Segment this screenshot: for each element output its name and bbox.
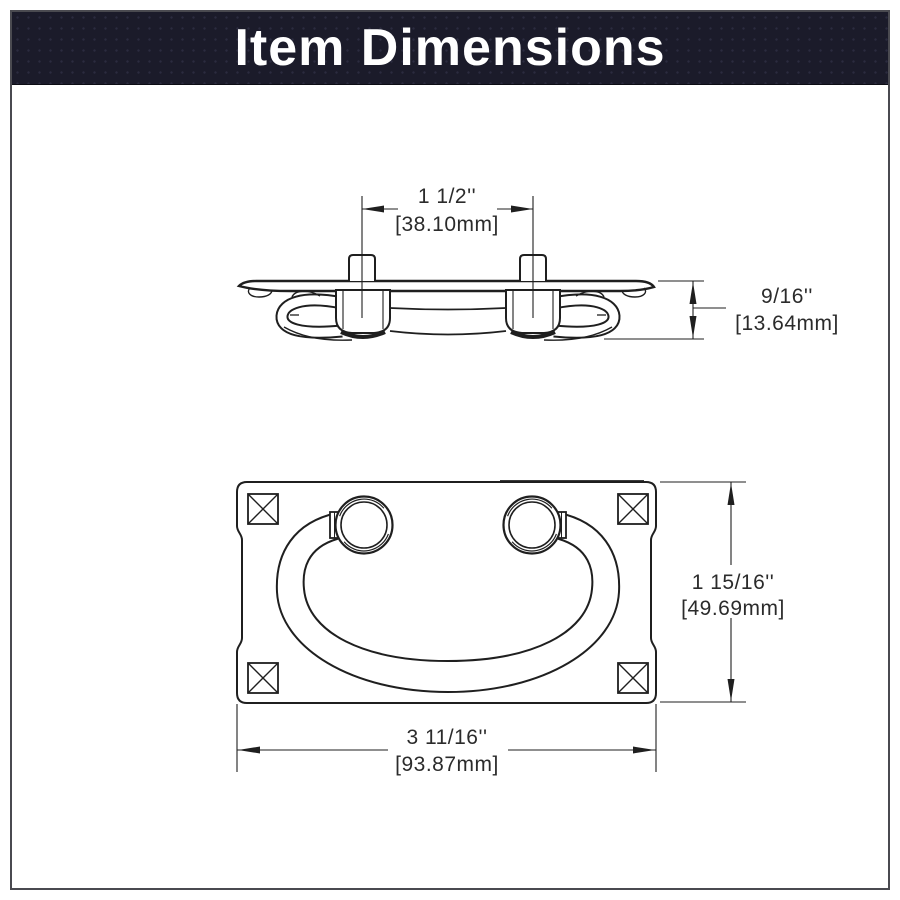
side-plate bbox=[236, 279, 656, 293]
dim-arrow-left bbox=[362, 205, 384, 213]
dim-side-height-mm: [13.64mm] bbox=[735, 312, 839, 335]
dim-plate-height: 1 15/16'' [49.69mm] bbox=[660, 481, 785, 703]
dim-plate-width-mm: [93.87mm] bbox=[395, 753, 499, 776]
dim-side-height-inches: 9/16'' bbox=[761, 285, 813, 308]
front-bail bbox=[275, 511, 621, 694]
dim-arrow-down bbox=[689, 316, 697, 338]
dim-arrow-down bbox=[727, 679, 735, 701]
content-frame: Item Dimensions bbox=[10, 10, 890, 890]
dim-post-spacing: 1 1/2'' [38.10mm] bbox=[362, 185, 533, 236]
ring-left bbox=[334, 495, 394, 555]
dim-plate-height-inches: 1 15/16'' bbox=[692, 571, 775, 594]
dim-arrow-right bbox=[633, 746, 655, 754]
dim-post-spacing-inches: 1 1/2'' bbox=[418, 185, 476, 208]
front-view bbox=[236, 480, 657, 704]
dim-arrow-left bbox=[238, 746, 260, 754]
side-housing-left bbox=[335, 289, 391, 334]
dim-arrow-right bbox=[511, 205, 533, 213]
page-title: Item Dimensions bbox=[234, 19, 666, 77]
dim-arrow-up bbox=[727, 483, 735, 505]
dim-post-spacing-mm: [38.10mm] bbox=[395, 213, 499, 236]
dim-plate-width: 3 11/16'' [93.87mm] bbox=[236, 704, 657, 776]
dim-plate-height-mm: [49.69mm] bbox=[681, 597, 785, 620]
dim-side-height: 9/16'' [13.64mm] bbox=[604, 280, 839, 340]
side-bail-bar bbox=[389, 307, 507, 311]
corner-nail-squares bbox=[247, 493, 649, 694]
side-view bbox=[236, 196, 656, 341]
ring-right bbox=[502, 495, 562, 555]
dim-plate-width-inches: 3 11/16'' bbox=[406, 726, 487, 749]
dim-arrow-up bbox=[689, 282, 697, 304]
header-bar: Item Dimensions bbox=[12, 12, 888, 85]
